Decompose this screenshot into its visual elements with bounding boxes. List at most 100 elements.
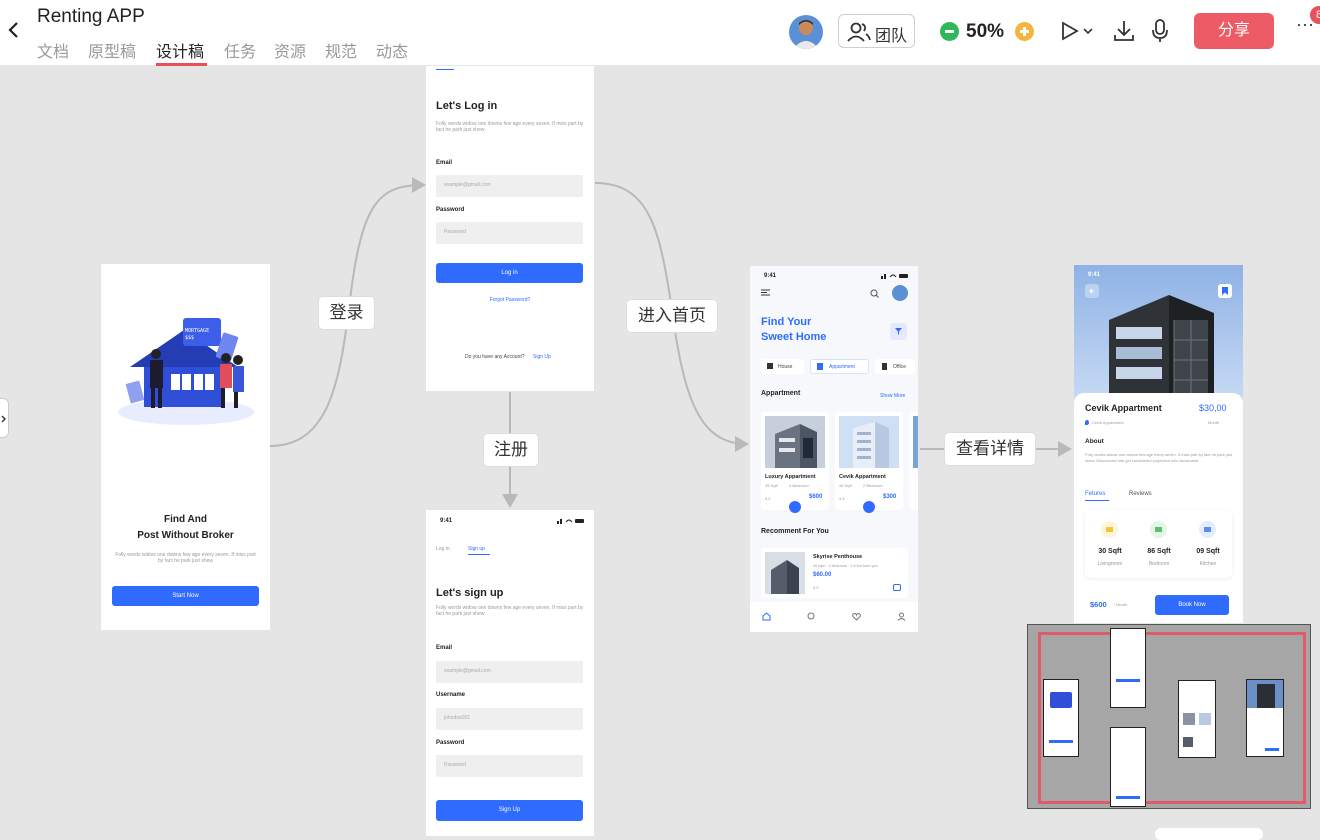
minimap-signup [1110, 727, 1146, 807]
user-avatar[interactable] [789, 15, 823, 49]
no-account-text: Do you have any Account? [465, 354, 525, 360]
zoom-level[interactable]: 50% [966, 21, 1005, 42]
card-meta-rooms: 2 Bedroom [863, 483, 883, 488]
profile-icon[interactable] [897, 612, 906, 621]
search-icon[interactable] [807, 612, 816, 621]
chip-office[interactable]: Office [875, 359, 915, 374]
property-card-partial[interactable] [909, 412, 918, 510]
tab-activity[interactable]: 动态 [376, 44, 409, 61]
section-title: Appartment [761, 390, 801, 397]
profile-avatar[interactable] [892, 285, 908, 301]
building-icon [817, 363, 823, 370]
project-title: Renting APP [37, 6, 145, 27]
tab-reviews[interactable]: Reviews [1129, 491, 1152, 497]
status-icons [881, 274, 908, 279]
email-field[interactable]: example@gmail.com [436, 661, 583, 683]
status-time: 9:41 [440, 518, 453, 524]
chip-house[interactable]: House [761, 359, 804, 374]
team-button[interactable]: 团队 [838, 14, 915, 48]
signup-body: Folly words widow one downs few age ever… [436, 605, 584, 617]
zoom-out-icon[interactable] [940, 22, 959, 41]
heart-icon[interactable] [893, 584, 901, 591]
minimap-viewport[interactable] [1038, 632, 1306, 804]
location-pin-icon [1085, 420, 1089, 425]
bookmark-button[interactable] [1218, 284, 1232, 298]
minimap-home [1178, 680, 1216, 758]
password-field[interactable]: Password [436, 222, 583, 244]
play-dropdown-icon[interactable] [1061, 21, 1097, 41]
bottom-panel-tab[interactable] [1155, 828, 1263, 840]
login-body: Folly words widow one downs few age ever… [436, 121, 584, 133]
download-icon[interactable] [1113, 19, 1135, 43]
back-arrow-icon[interactable] [6, 18, 20, 42]
username-label: Username [436, 692, 466, 698]
onboarding-screen[interactable]: MORTGAGE $$$ Find And Post Without Broke… [101, 264, 270, 630]
detail-period: Month [1208, 420, 1220, 425]
search-icon[interactable] [870, 289, 879, 298]
start-now-button[interactable]: Start Now [112, 586, 259, 606]
zoom-in-icon[interactable] [1015, 22, 1034, 41]
tab-prototype[interactable]: 原型稿 [88, 44, 137, 61]
panel-toggle[interactable] [0, 398, 9, 438]
password-label: Password [436, 207, 465, 213]
chip-appartment[interactable]: Appartment [810, 359, 869, 374]
signup-title: Let's sign up [436, 587, 504, 599]
tab-login[interactable]: Log in [436, 546, 450, 552]
tab-resources[interactable]: 资源 [274, 44, 307, 61]
about-text: Folly words widow one downs few age ever… [1085, 452, 1233, 463]
minimap[interactable] [1027, 624, 1311, 809]
property-card[interactable]: Cevik Appartment 45 Sqft 2 Bedroom 4.5 $… [835, 412, 903, 513]
feature-label: Livingroom [1097, 561, 1123, 567]
recommend-card[interactable]: Skyrise Penthouse 40 sqm · 2 bedroom · 1… [761, 548, 908, 598]
more-icon[interactable]: ··· [1296, 14, 1314, 34]
card-meta-area: 35 Sqft [765, 483, 778, 488]
detail-screen[interactable]: 9:41 Cevik Appartment $30,00 Cevik Appar… [1074, 265, 1243, 623]
card-rating: 4.5 [839, 496, 845, 501]
bookmark-icon [1222, 287, 1228, 295]
tab-specs[interactable]: 规范 [325, 44, 358, 61]
minimap-login [1110, 628, 1146, 708]
signup-button[interactable]: Sign Up [436, 800, 583, 821]
flow-label-signup[interactable]: 注册 [484, 434, 538, 466]
chevron-right-icon [1, 415, 6, 423]
flow-label-home[interactable]: 进入首页 [627, 300, 717, 332]
login-button[interactable]: Log in [436, 263, 583, 283]
heart-icon[interactable] [852, 612, 861, 621]
share-button[interactable]: 分享 [1194, 13, 1274, 49]
signup-screen[interactable]: 9:41 Log in Sign up Let's sign up Folly … [426, 510, 594, 836]
card-arrow-button[interactable] [789, 501, 801, 513]
forgot-password-link[interactable]: Forgot Password? [489, 297, 531, 303]
tab-tasks[interactable]: 任务 [224, 44, 257, 61]
flow-label-detail[interactable]: 查看详情 [945, 433, 1035, 465]
property-card[interactable]: Luxury Appartment 35 Sqft 4 Bedroom 5.0 … [761, 412, 829, 513]
card-price: $300 [883, 494, 897, 500]
tab-signup[interactable]: Sign up [468, 546, 485, 552]
login-screen[interactable]: Let's Log in Folly words widow one downs… [426, 66, 594, 391]
property-hero-image [1074, 265, 1243, 405]
email-field[interactable]: example@gmail.com [436, 175, 583, 197]
back-button[interactable] [1085, 284, 1099, 298]
filter-button[interactable] [890, 323, 907, 340]
microphone-icon[interactable] [1150, 18, 1170, 44]
feature-value: 86 Sqft [1147, 548, 1171, 555]
password-field[interactable]: Password [436, 755, 583, 777]
book-now-button[interactable]: Book Now [1155, 595, 1229, 615]
email-label: Email [436, 645, 453, 651]
team-label: 团队 [875, 28, 908, 45]
show-more-link[interactable]: Show More [880, 393, 906, 399]
menu-icon[interactable] [761, 289, 770, 296]
tab-features[interactable]: Fetures [1085, 491, 1106, 497]
home-icon[interactable] [762, 612, 771, 621]
bottom-nav [750, 602, 918, 632]
username-field[interactable]: johndoe001 [436, 708, 583, 730]
signup-link[interactable]: Sign Up [533, 354, 551, 360]
onboarding-body: Folly words widow one downs few age ever… [115, 552, 256, 564]
home-screen[interactable]: 9:41 Find Your Sweet Home House Appartme… [750, 266, 918, 632]
card-meta-rooms: 4 Bedroom [789, 483, 809, 488]
feature-label: Bedroom [1148, 561, 1170, 567]
card-arrow-button[interactable] [863, 501, 875, 513]
flow-label-login[interactable]: 登录 [319, 297, 374, 329]
tab-design[interactable]: 设计稿 [156, 44, 205, 61]
tab-docs[interactable]: 文档 [37, 44, 70, 61]
top-bar: Renting APP 文档 原型稿 设计稿 任务 资源 规范 动态 团队 50… [0, 0, 1320, 66]
